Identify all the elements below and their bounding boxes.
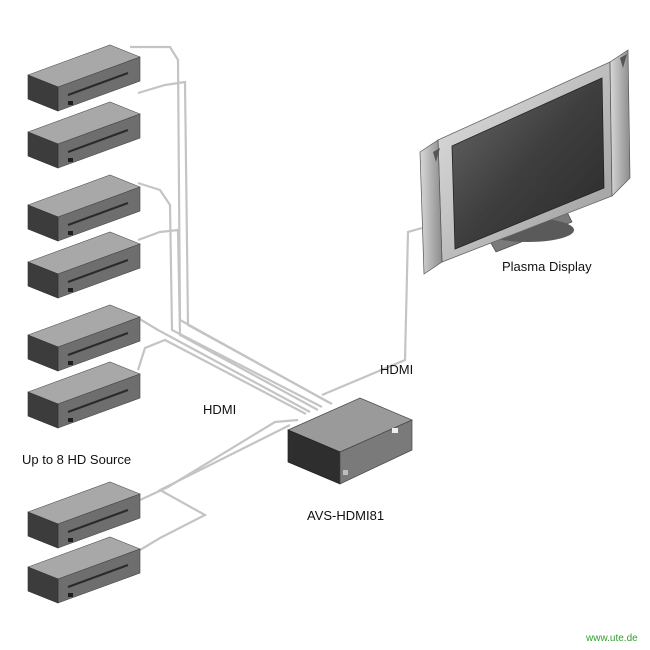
hd-source-box-icon (27, 481, 141, 549)
hd-source-box-icon (27, 44, 141, 112)
hdmi-cable-source-1 (130, 45, 329, 403)
hdmi-switch-icon (287, 397, 413, 485)
hd-source-group (27, 44, 141, 604)
hdmi-cable-source-3 (137, 181, 323, 408)
hdmi-cable-source-2 (137, 80, 333, 405)
switch-label: AVS-HDMI81 (307, 508, 385, 523)
hd-source-box-icon (27, 536, 141, 604)
hdmi-cable-display (321, 226, 423, 397)
hdmi-display-label: HDMI (380, 362, 414, 377)
display-label: Plasma Display (502, 259, 592, 274)
hdmi-cable-source-4 (137, 228, 319, 411)
sources-label: Up to 8 HD Source (22, 452, 132, 467)
watermark-label: www.ute.de (586, 633, 638, 644)
hdmi-cable-source-8 (139, 424, 291, 551)
hd-source-box-icon (27, 174, 141, 242)
plasma-display-icon (419, 49, 631, 275)
hdmi-cable-source-5 (137, 317, 311, 413)
hd-source-box-icon (27, 101, 141, 169)
hdmi-sources-label: HDMI (203, 402, 237, 417)
hdmi-cable-bundle (130, 45, 423, 551)
hd-source-box-icon (27, 304, 141, 372)
hd-source-box-icon (27, 231, 141, 299)
hdmi-cable-source-6 (136, 338, 307, 415)
hd-source-box-icon (27, 361, 141, 429)
hdmi-cable-source-7 (139, 418, 299, 501)
